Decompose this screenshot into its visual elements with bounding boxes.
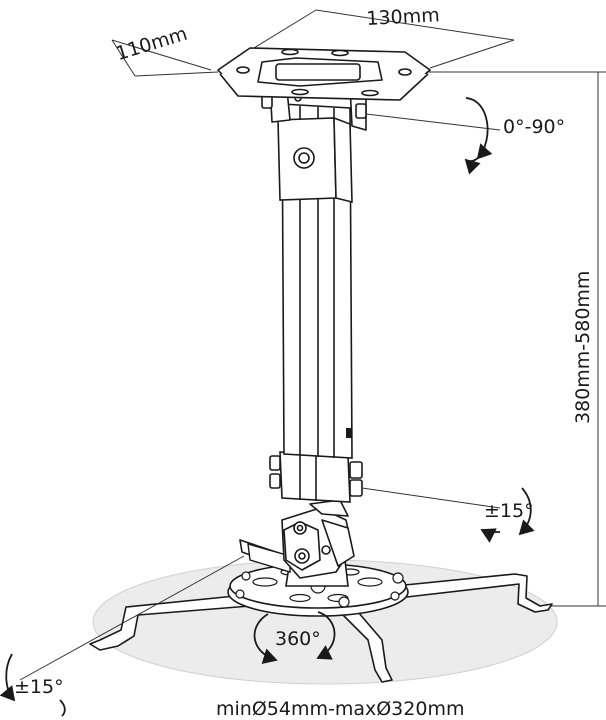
rotation-arrows xyxy=(0,97,535,717)
round-plate xyxy=(227,543,409,617)
lower-collar xyxy=(269,451,363,503)
bracket-range-label: minØ54mm-maxØ320mm xyxy=(216,698,465,720)
top-tilt-label: 0°-90° xyxy=(503,116,566,138)
base-tilt-label: ±15° xyxy=(14,676,64,698)
height-range-label: 380mm-580mm xyxy=(572,270,594,424)
leader-lines xyxy=(19,113,501,681)
dimension-lines xyxy=(111,9,606,607)
upper-clamp xyxy=(277,116,353,204)
mid-tilt-label: ±15° xyxy=(484,500,534,522)
plate-width-label: 130mm xyxy=(365,4,441,30)
tilt-bracket xyxy=(281,499,355,579)
ceiling-plate xyxy=(217,47,431,101)
rotation-label: 360° xyxy=(275,628,321,650)
